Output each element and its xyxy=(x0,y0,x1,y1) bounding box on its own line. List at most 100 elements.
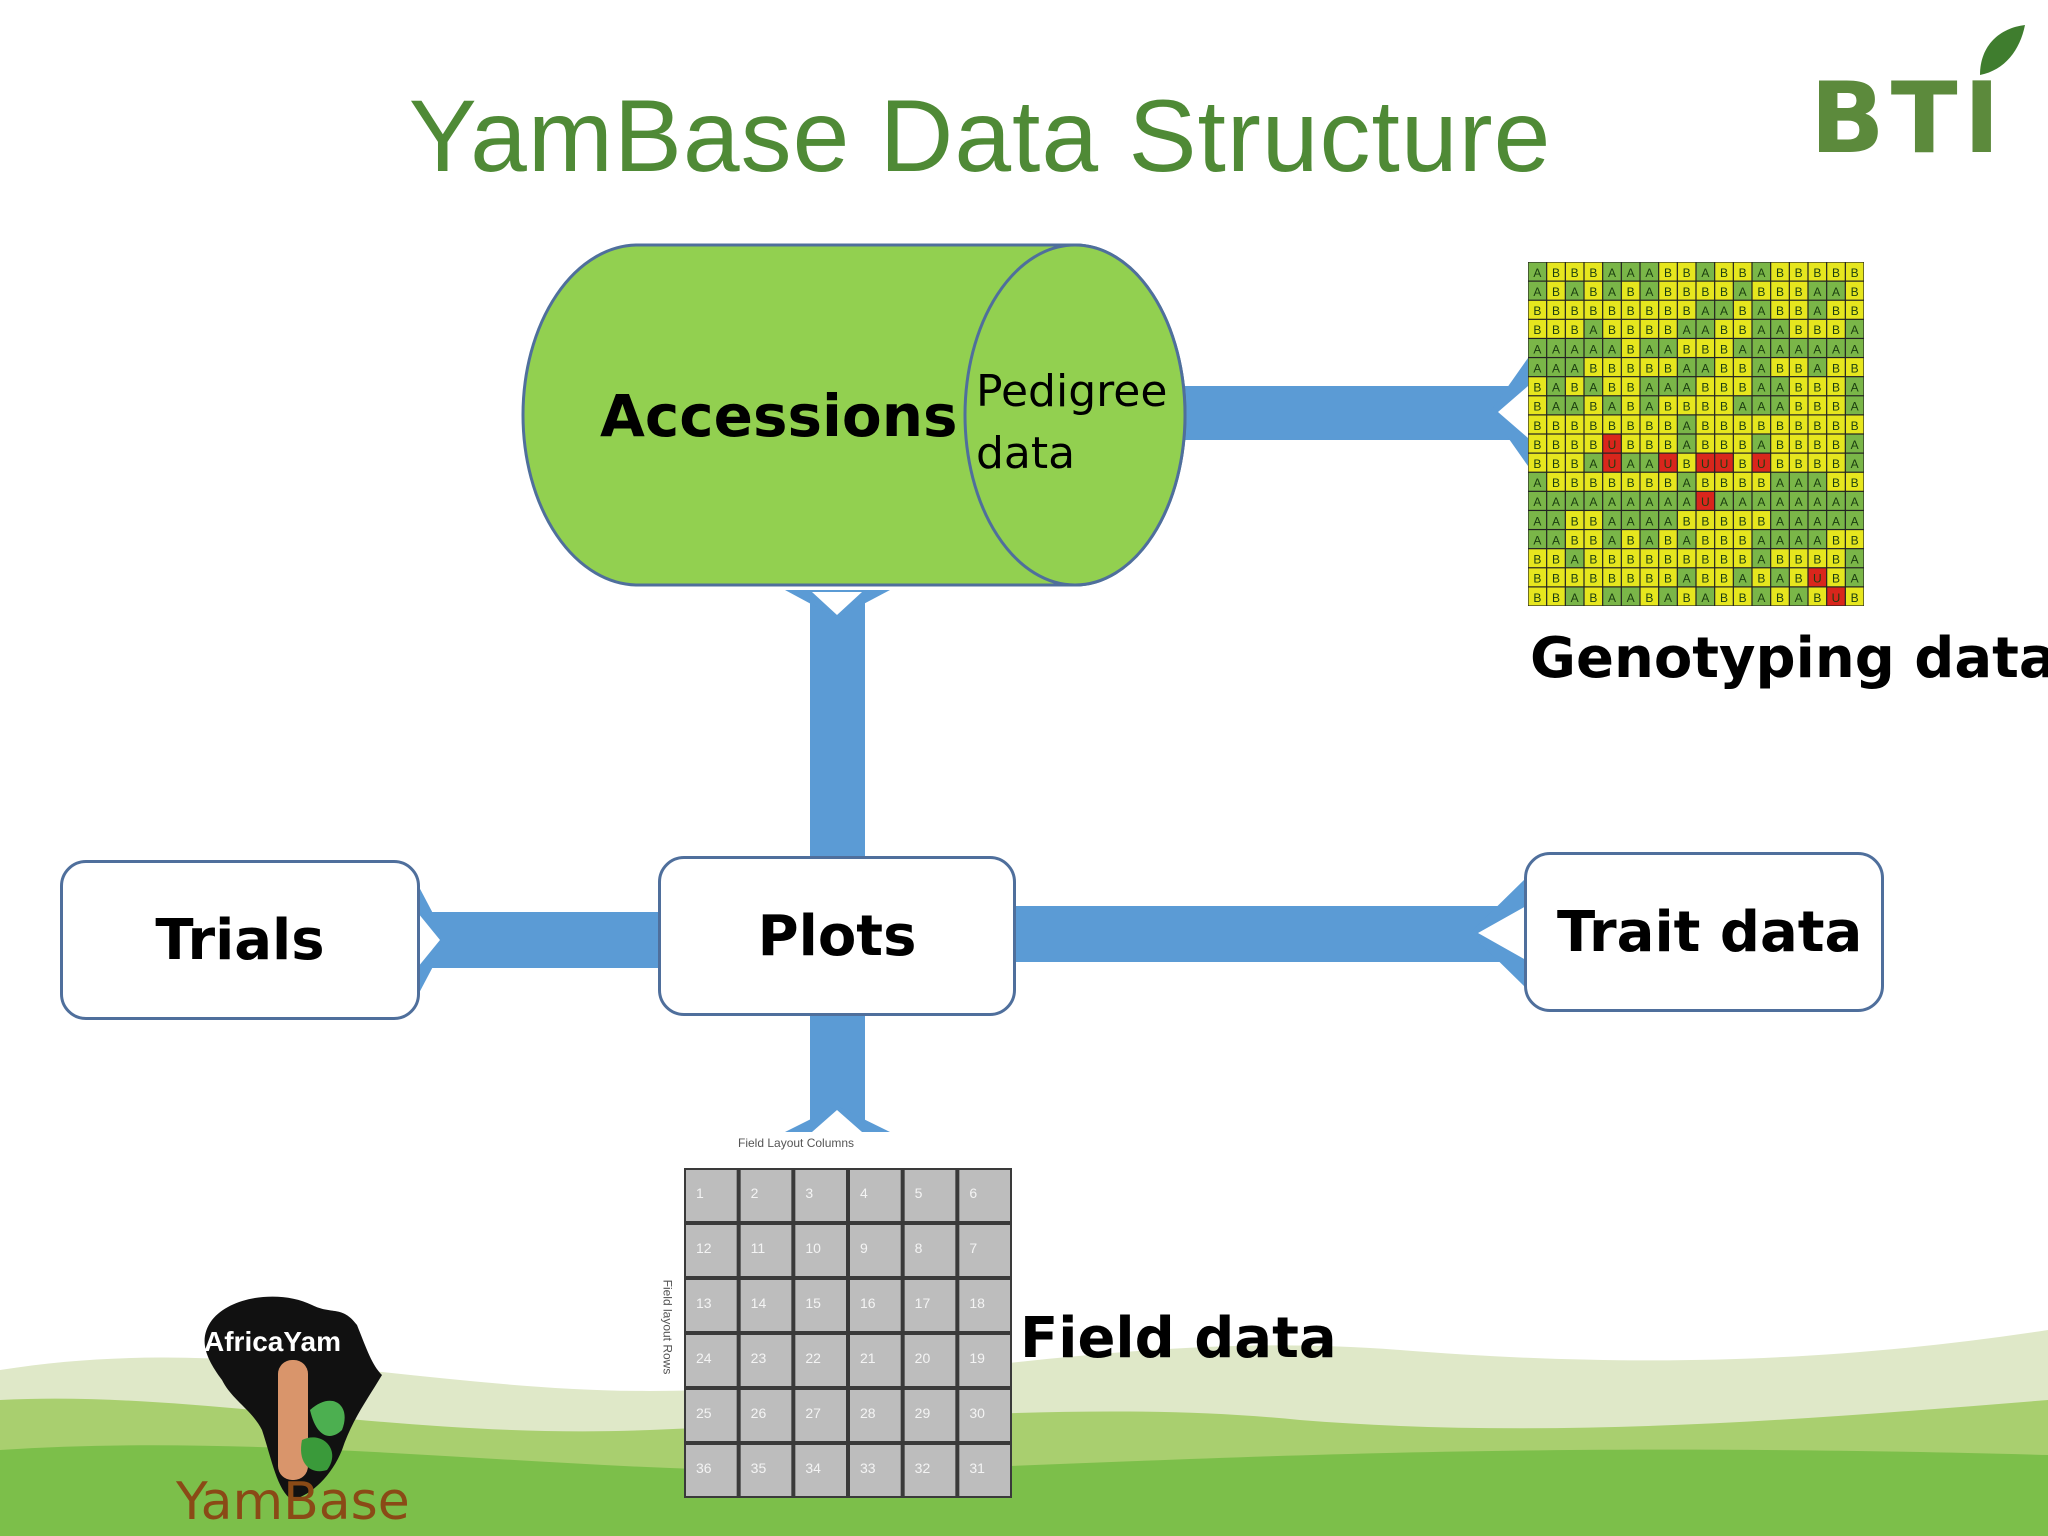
genotype-cell-label: A xyxy=(1795,495,1803,509)
genotype-cell-label: B xyxy=(1813,591,1821,605)
genotype-cell-label: B xyxy=(1683,304,1691,318)
genotype-cell-label: A xyxy=(1776,495,1784,509)
genotype-cell-label: A xyxy=(1683,533,1691,547)
genotype-cell-label: B xyxy=(1552,419,1560,433)
genotype-cell-label: A xyxy=(1813,476,1821,490)
field-plot-cell xyxy=(795,1445,846,1496)
genotype-cell-label: B xyxy=(1720,419,1728,433)
field-plot-cell xyxy=(795,1335,846,1386)
genotype-cell xyxy=(1621,511,1640,529)
genotype-cell xyxy=(1603,415,1621,434)
genotype-cell-label: A xyxy=(1627,591,1635,605)
genotype-cell xyxy=(1789,415,1808,434)
genotype-cell-label: U xyxy=(1832,591,1841,605)
genotype-cell-label: A xyxy=(1664,514,1672,528)
genotype-cell xyxy=(1715,319,1733,338)
genotype-cell xyxy=(1715,377,1733,396)
field-plot-cell xyxy=(850,1280,901,1331)
genotype-cell xyxy=(1771,300,1789,319)
genotype-cell xyxy=(1715,281,1733,300)
genotype-cell-label: A xyxy=(1683,419,1691,433)
genotype-cell-label: A xyxy=(1757,495,1765,509)
genotype-cell xyxy=(1733,319,1752,338)
genotype-cell xyxy=(1659,358,1677,377)
genotype-cell xyxy=(1789,300,1808,319)
genotype-cell-label: B xyxy=(1589,553,1597,567)
genotype-cell-label: A xyxy=(1739,572,1747,586)
field-plot-number: 17 xyxy=(915,1295,931,1311)
genotype-cell xyxy=(1621,358,1640,377)
genotype-cell-label: B xyxy=(1776,457,1784,471)
genotype-cell xyxy=(1659,491,1677,510)
genotype-cell xyxy=(1771,262,1789,281)
genotype-cell-label: A xyxy=(1552,533,1560,547)
genotype-cell xyxy=(1752,339,1771,357)
field-plot-cell xyxy=(850,1335,901,1386)
genotype-cell-label: B xyxy=(1776,591,1784,605)
genotype-cell-label: B xyxy=(1813,400,1821,414)
genotype-cell-label: A xyxy=(1851,572,1859,586)
genotype-cell xyxy=(1808,549,1827,568)
genotype-cell xyxy=(1715,434,1733,453)
genotype-cell xyxy=(1640,530,1659,549)
genotype-cell xyxy=(1659,339,1677,357)
genotype-cell-label: A xyxy=(1645,400,1653,414)
genotype-cell xyxy=(1528,377,1547,396)
genotype-cell-label: A xyxy=(1571,495,1579,509)
genotype-cell-label: A xyxy=(1571,553,1579,567)
genotype-cell xyxy=(1528,587,1547,606)
genotype-cell-label: A xyxy=(1701,591,1709,605)
genotype-cell-label: A xyxy=(1571,400,1579,414)
genotype-cell-label: B xyxy=(1739,266,1747,280)
genotype-cell-label: B xyxy=(1552,285,1560,299)
yambase-logo-text: YamBase xyxy=(176,1472,410,1532)
genotype-cell xyxy=(1845,434,1864,453)
genotype-cell-label: B xyxy=(1571,438,1579,452)
genotype-cell xyxy=(1789,377,1808,396)
genotype-cell-label: B xyxy=(1776,361,1784,375)
genotype-cell xyxy=(1733,549,1752,568)
genotype-cell-label: B xyxy=(1795,381,1803,395)
genotype-cell xyxy=(1827,281,1845,300)
genotype-cell-label: A xyxy=(1776,323,1784,337)
genotype-cell-label: B xyxy=(1739,457,1747,471)
genotype-cell-label: A xyxy=(1533,476,1541,490)
genotype-cell-label: A xyxy=(1776,400,1784,414)
genotype-cell-label: B xyxy=(1832,304,1840,318)
genotype-cell xyxy=(1752,377,1771,396)
field-plot-cell xyxy=(795,1280,846,1331)
genotype-cell xyxy=(1771,472,1789,491)
genotype-cell xyxy=(1696,262,1715,281)
genotype-cell-label: B xyxy=(1832,381,1840,395)
genotype-cell-label: A xyxy=(1757,361,1765,375)
genotype-cell-label: B xyxy=(1589,400,1597,414)
genotype-cell xyxy=(1621,377,1640,396)
genotype-cell xyxy=(1845,472,1864,491)
arrow-field-notch xyxy=(812,1110,862,1132)
genotype-cell-label: A xyxy=(1627,457,1635,471)
genotype-cell-label: B xyxy=(1832,457,1840,471)
genotype-cell xyxy=(1808,587,1827,606)
genotype-cell-label: A xyxy=(1776,533,1784,547)
genotype-cell-label: B xyxy=(1552,591,1560,605)
genotype-cell-label: B xyxy=(1851,476,1859,490)
genotype-cell xyxy=(1845,587,1864,606)
genotype-cell xyxy=(1677,511,1696,529)
genotype-cell-label: B xyxy=(1832,476,1840,490)
genotype-cell xyxy=(1789,568,1808,587)
genotype-cell-label: B xyxy=(1720,533,1728,547)
genotype-cell-label: A xyxy=(1757,266,1765,280)
genotype-cell xyxy=(1696,415,1715,434)
field-plot-number: 35 xyxy=(751,1460,767,1476)
connector-plots-trait xyxy=(1014,906,1526,962)
genotype-cell xyxy=(1603,319,1621,338)
genotype-cell-label: A xyxy=(1533,361,1541,375)
genotype-cell xyxy=(1584,511,1603,529)
genotype-cell-label: B xyxy=(1589,476,1597,490)
genotype-cell-label: B xyxy=(1571,381,1579,395)
genotype-cell-label: A xyxy=(1664,381,1672,395)
genotype-cell xyxy=(1659,377,1677,396)
genotype-cell xyxy=(1603,358,1621,377)
genotype-cell xyxy=(1565,319,1584,338)
genotype-cell-label: B xyxy=(1627,381,1635,395)
